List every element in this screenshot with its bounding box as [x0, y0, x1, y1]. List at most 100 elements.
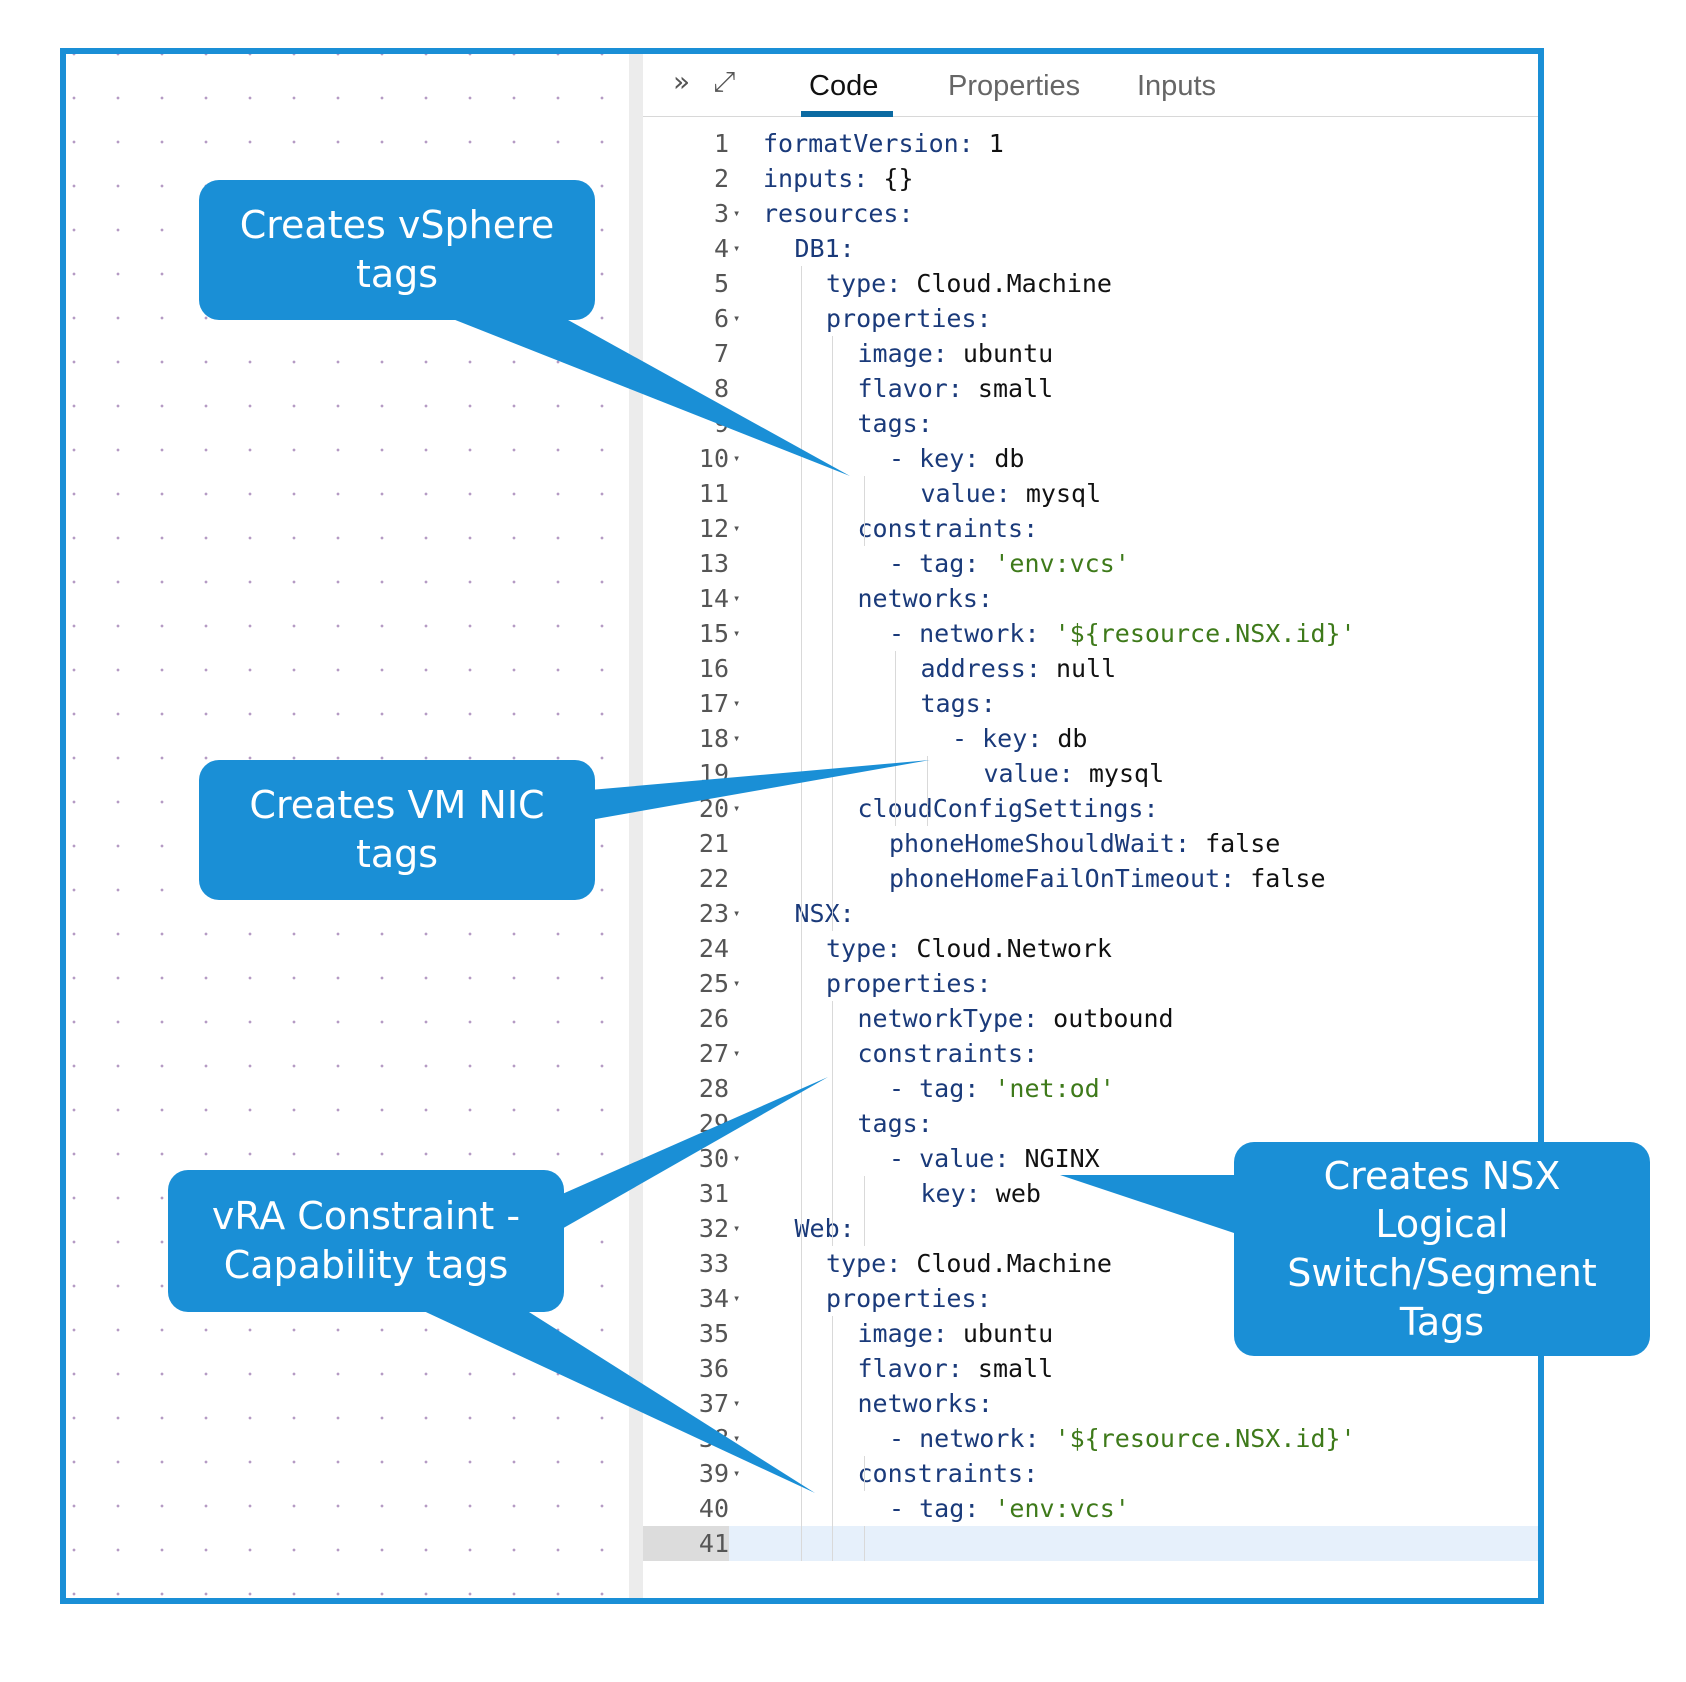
tab-code[interactable]: Code	[809, 70, 879, 102]
yaml-key: resources:	[763, 199, 914, 228]
editor-tab-bar: » ⤢ Code Properties Inputs	[643, 54, 1538, 117]
fold-toggle-icon[interactable]: ▾	[733, 1431, 741, 1445]
code-text: cloudConfigSettings:	[858, 791, 1159, 826]
code-line[interactable]: 30▾- value: NGINX	[643, 1141, 1538, 1176]
fold-toggle-icon[interactable]: ▾	[733, 626, 741, 640]
tab-properties[interactable]: Properties	[948, 70, 1081, 102]
fold-toggle-icon[interactable]: ▾	[733, 591, 741, 605]
code-line[interactable]: 15▾- network: '${resource.NSX.id}'	[643, 616, 1538, 651]
indent-guide	[926, 756, 928, 826]
expand-icon[interactable]: ⤢	[713, 65, 736, 98]
fold-toggle-icon[interactable]: ▾	[733, 1151, 741, 1165]
yaml-key: networks:	[857, 1389, 993, 1418]
code-text: properties:	[826, 301, 992, 336]
code-line[interactable]: 4▾DB1:	[643, 231, 1538, 266]
code-line[interactable]: 6▾properties:	[643, 301, 1538, 336]
fold-toggle-icon[interactable]: ▾	[733, 801, 741, 815]
collapse-panel-icon[interactable]: »	[673, 65, 691, 98]
fold-toggle-icon[interactable]: ▾	[733, 1291, 741, 1305]
code-line[interactable]: 37▾networks:	[643, 1386, 1538, 1421]
code-line[interactable]: 28- tag: 'net:od'	[643, 1071, 1538, 1106]
code-line[interactable]: 13- tag: 'env:vcs'	[643, 546, 1538, 581]
code-line[interactable]: 27▾constraints:	[643, 1036, 1538, 1071]
fold-toggle-icon[interactable]: ▾	[733, 1221, 741, 1235]
yaml-value: NGINX	[1009, 1144, 1100, 1173]
line-number: 13	[698, 549, 729, 578]
yaml-value: 'env:vcs'	[979, 549, 1130, 578]
fold-toggle-icon[interactable]: ▾	[733, 311, 741, 325]
code-text: constraints:	[858, 1456, 1039, 1491]
yaml-value: '${resource.NSX.id}'	[1039, 619, 1356, 648]
code-line[interactable]: 40- tag: 'env:vcs'	[643, 1491, 1538, 1526]
yaml-key: properties:	[826, 1284, 992, 1313]
code-line[interactable]: 34▾properties:	[643, 1281, 1538, 1316]
code-line[interactable]: 18 ▾ - key: db	[643, 721, 1538, 756]
callout-constraint-tags: vRA Constraint - Capability tags	[168, 1170, 564, 1312]
code-line[interactable]: 32▾Web:	[643, 1211, 1538, 1246]
fold-toggle-icon[interactable]: ▾	[733, 696, 741, 710]
code-line[interactable]: 14▾networks:	[643, 581, 1538, 616]
fold-toggle-icon[interactable]: ▾	[733, 451, 741, 465]
fold-toggle-icon[interactable]: ▾	[733, 1396, 741, 1410]
code-text: constraints:	[858, 511, 1039, 546]
yaml-value: 'env:vcs'	[979, 1494, 1130, 1523]
code-line[interactable]: 17▾tags:	[643, 686, 1538, 721]
code-line[interactable]: 39▾constraints:	[643, 1456, 1538, 1491]
fold-toggle-icon[interactable]: ▾	[733, 976, 741, 990]
code-line[interactable]: 23▾NSX:	[643, 896, 1538, 931]
yaml-value: ubuntu	[947, 339, 1054, 368]
code-text: phoneHomeFailOnTimeout: false	[889, 861, 1326, 896]
callout-text: Creates VM NIC tags	[249, 783, 545, 876]
code-text: - key: db	[952, 721, 1087, 756]
code-text: - network: '${resource.NSX.id}'	[889, 1421, 1356, 1456]
yaml-key: formatVersion:	[763, 129, 974, 158]
fold-toggle-icon[interactable]: ▾	[733, 906, 741, 920]
fold-toggle-icon[interactable]: ▾	[733, 521, 741, 535]
code-line[interactable]: 3▾resources:	[643, 196, 1538, 231]
code-text: image: ubuntu	[858, 1316, 1054, 1351]
code-line[interactable]: 25▾properties:	[643, 966, 1538, 1001]
indent-guide	[863, 1176, 865, 1246]
fold-toggle-icon[interactable]: ▾	[733, 1466, 741, 1480]
tab-inputs[interactable]: Inputs	[1137, 70, 1216, 102]
code-text: value: mysql	[984, 756, 1165, 791]
yaml-value: 1	[973, 129, 1004, 158]
code-line[interactable]: 20▾cloudConfigSettings:	[643, 791, 1538, 826]
yaml-value: Cloud.Network	[901, 934, 1112, 963]
code-line[interactable]: 41	[643, 1526, 1538, 1561]
yaml-key: networks:	[857, 584, 993, 613]
yaml-value: null	[1040, 654, 1117, 683]
code-text: networks:	[858, 1386, 993, 1421]
yaml-key: value:	[983, 759, 1074, 788]
fold-toggle-icon[interactable]: ▾	[733, 206, 741, 220]
code-text: key: web	[921, 1176, 1041, 1211]
yaml-key: - network:	[889, 619, 1040, 648]
code-text: image: ubuntu	[858, 336, 1054, 371]
panel-splitter[interactable]	[629, 54, 643, 1598]
yaml-key: flavor:	[857, 1354, 963, 1383]
code-text: - tag: 'net:od'	[889, 1071, 1115, 1106]
yaml-key: key:	[920, 1179, 981, 1208]
fold-toggle-icon[interactable]: ▾	[733, 731, 741, 745]
line-number: 18	[698, 724, 729, 753]
code-line[interactable]: 12▾constraints:	[643, 511, 1538, 546]
code-line[interactable]: 10▾- key: db	[643, 441, 1538, 476]
fold-toggle-icon[interactable]: ▾	[733, 1046, 741, 1060]
fold-toggle-icon[interactable]: ▾	[733, 241, 741, 255]
